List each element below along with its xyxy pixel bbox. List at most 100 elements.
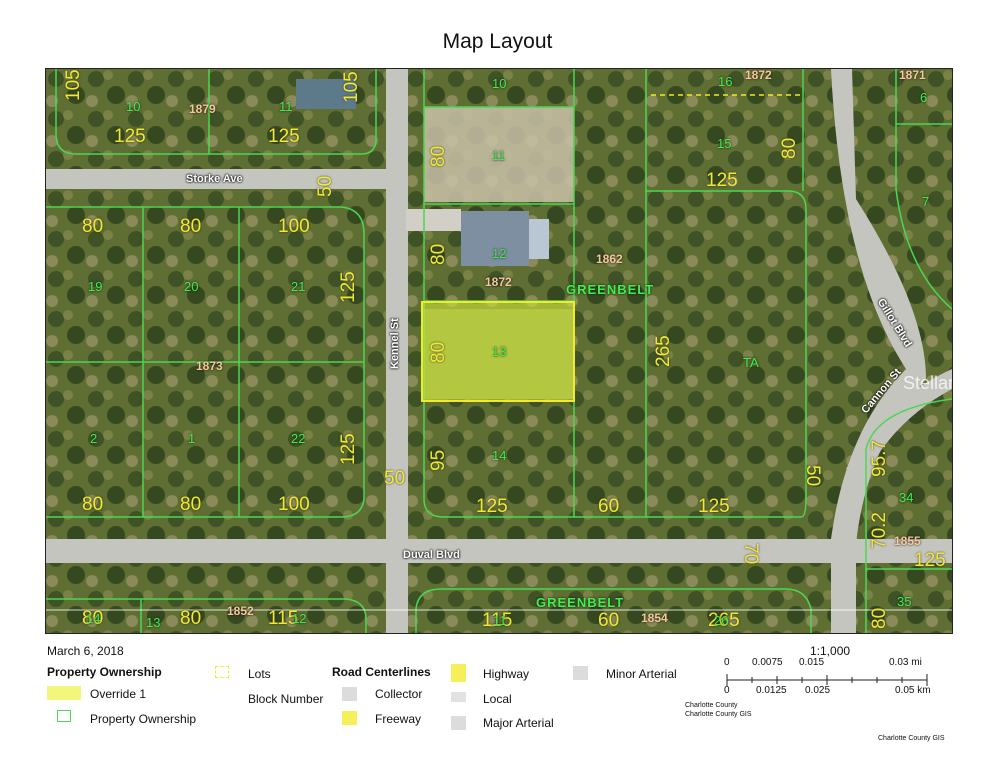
kennel-st-road <box>386 69 408 633</box>
dimension-label: 125 <box>698 496 730 517</box>
dimension-label: 100 <box>278 494 310 515</box>
dimension-label: 80 <box>428 341 449 363</box>
lot-number: 13 <box>146 615 161 630</box>
lot-number: 11 <box>493 613 507 628</box>
dimension-label: 95.7 <box>869 440 890 477</box>
lot-number: 22 <box>291 431 306 446</box>
dimension-label: 125 <box>338 433 359 465</box>
scale-tick-km: 0 <box>724 685 730 696</box>
dimension-label: 50 <box>315 175 336 197</box>
dimension-label: 95 <box>428 449 449 471</box>
lot-number: 7 <box>922 194 930 209</box>
block-number: 1872 <box>485 275 512 289</box>
lot-number: 19 <box>88 279 103 294</box>
minor-arterial-swatch <box>573 666 588 680</box>
greenbelt-label: GREENBELT <box>536 595 625 610</box>
lot-number: 26 <box>714 613 729 628</box>
legend-block-number: Block Number <box>248 692 324 706</box>
lot-number: 20 <box>184 279 199 294</box>
dimension-label: 105 <box>341 71 362 103</box>
scale-tick-km: 0.05 km <box>895 685 931 696</box>
lot-number: 15 <box>717 136 732 151</box>
map-imagery <box>46 69 952 633</box>
house-roof <box>461 211 529 266</box>
road-label-storke-ave: Storke Ave <box>186 173 243 185</box>
legend-local: Local <box>483 692 512 706</box>
block-number: 1871 <box>899 68 926 82</box>
freeway-swatch <box>342 711 357 725</box>
road-label-kennel-st: Kennel St <box>389 318 401 369</box>
scale-tick-mi: 0 <box>724 657 730 668</box>
lot-number: 11 <box>279 99 293 114</box>
lot-number: 35 <box>897 594 912 609</box>
scale-tick-km: 0.025 <box>805 685 831 696</box>
block-number: 1862 <box>596 252 623 266</box>
lot-number: 11 <box>492 148 506 163</box>
lot-number: 6 <box>920 90 928 105</box>
lot-number: 21 <box>291 279 306 294</box>
lot-number: 14 <box>86 611 101 626</box>
dimension-label: 80 <box>869 607 890 629</box>
lot-number: 10 <box>126 99 141 114</box>
lot-number: 13 <box>492 344 507 359</box>
highway-swatch <box>451 664 466 682</box>
dimension-label: 70 <box>740 543 761 565</box>
scale-tick-mi: 0.015 <box>799 657 825 668</box>
dimension-label: 80 <box>428 145 449 167</box>
scale-bar <box>726 674 928 686</box>
tract-label: TA <box>743 355 759 370</box>
dimension-label: 60 <box>598 496 620 517</box>
map-canvas[interactable]: 105 125 125 105 50 80 125 80 80 80 100 1… <box>45 68 953 634</box>
dimension-label: 80 <box>779 137 800 159</box>
credit-line-1: Charlotte County <box>685 702 738 709</box>
dimension-label: 265 <box>708 610 740 631</box>
dimension-label: 265 <box>653 335 674 367</box>
legend-minor-arterial: Minor Arterial <box>606 667 677 681</box>
legend-highway: Highway <box>483 667 530 681</box>
block-number: 1879 <box>189 102 216 116</box>
scale-ratio: 1:1,000 <box>810 644 851 658</box>
override-swatch <box>47 686 81 700</box>
dimension-label: 50 <box>802 465 823 487</box>
gillot-blvd-road <box>831 69 926 633</box>
lot-number: 34 <box>899 490 914 505</box>
dimension-label: 125 <box>706 170 738 191</box>
duval-blvd-road <box>46 539 952 563</box>
collector-swatch <box>342 687 357 701</box>
dimension-label: 50 <box>384 468 406 489</box>
map-date: March 6, 2018 <box>47 644 124 658</box>
credit-line-2: Charlotte County GIS <box>685 711 752 718</box>
legend-major-arterial: Major Arterial <box>483 716 554 730</box>
lot-number: 10 <box>492 76 507 91</box>
legend-freeway: Freeway <box>375 712 422 726</box>
dimension-label: 60 <box>598 610 620 631</box>
subject-lot-highlight <box>421 301 575 402</box>
dimension-label: 125 <box>914 550 946 571</box>
dimension-label: 80 <box>82 494 104 515</box>
credit-footer: Charlotte County GIS <box>878 735 945 742</box>
map-title: Map Layout <box>442 30 553 53</box>
lot-number: 1 <box>188 431 196 446</box>
dimension-label: 80 <box>180 494 202 515</box>
scale-tick-mi: 0.03 mi <box>889 657 922 668</box>
storke-ave-road <box>46 169 391 189</box>
scale-tick-mi: 0.0075 <box>752 657 783 668</box>
dimension-label: 80 <box>82 608 104 629</box>
legend-collector: Collector <box>375 687 423 701</box>
dimension-label: 70.2 <box>869 512 890 549</box>
legend-road-title: Road Centerlines <box>332 665 431 679</box>
block-number: 1873 <box>196 359 223 373</box>
dimension-label: 100 <box>278 216 310 237</box>
watermark: StellarMLS <box>903 373 953 393</box>
road-label-duval-blvd: Duval Blvd <box>403 549 460 561</box>
block-number: 1852 <box>227 604 254 618</box>
legend-lots: Lots <box>248 667 271 681</box>
dimension-label: 125 <box>268 126 300 147</box>
scale-tick-km: 0.0125 <box>756 685 787 696</box>
cannon-st-road <box>846 369 952 474</box>
lot-number: 14 <box>492 448 507 463</box>
dimension-label: 80 <box>428 243 449 265</box>
dimension-label: 80 <box>180 608 202 629</box>
lot-number: 12 <box>492 246 507 261</box>
dimension-label: 125 <box>338 271 359 303</box>
